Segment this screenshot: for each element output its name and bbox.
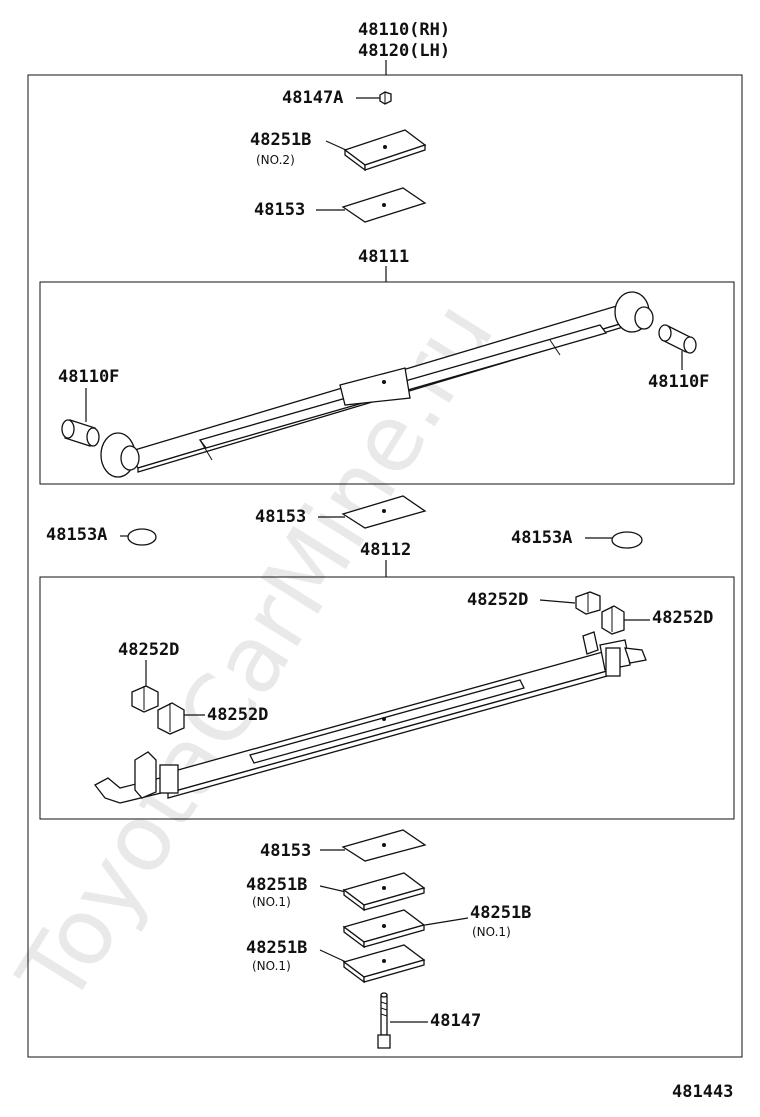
leader-48251B-b2 <box>424 917 469 926</box>
spring-pad-48251B-no1-a <box>342 872 426 912</box>
spring-pad-48251B-no2 <box>343 129 427 172</box>
leader-48252D-tr1 <box>539 599 576 604</box>
leader-48251B-b3 <box>319 949 347 963</box>
label-48251B-bottom-1: 48251B <box>246 875 307 895</box>
leader-48251B-top <box>325 140 347 151</box>
cap-48153A-left <box>127 528 157 546</box>
spring-pad-48251B-no1-c <box>342 944 426 984</box>
label-48252D-top-right-1: 48252D <box>467 590 528 610</box>
diagram-id: 481443 <box>672 1082 733 1102</box>
label-48153A-left: 48153A <box>46 525 107 545</box>
center-bolt-48147 <box>377 992 391 1049</box>
assembly-label-rh: 48110(RH) <box>358 20 450 40</box>
label-48110F-left: 48110F <box>58 367 119 387</box>
label-no2: (NO.2) <box>256 153 295 167</box>
label-no1-a: (NO.1) <box>252 895 291 909</box>
label-48153-mid: 48153 <box>255 507 306 527</box>
leaf-spring-48112 <box>94 631 647 804</box>
label-48252D-left-1: 48252D <box>118 640 179 660</box>
pad-48153-mid <box>341 495 427 529</box>
bushing-48110F-left <box>61 419 100 447</box>
label-48153A-right: 48153A <box>511 528 572 548</box>
nut-48147A <box>379 91 392 105</box>
label-48252D-left-2: 48252D <box>207 705 268 725</box>
label-48147A: 48147A <box>282 88 343 108</box>
frame-48111 <box>39 281 735 485</box>
bushing-48110F-right <box>658 324 697 354</box>
label-48251B-bottom-3: 48251B <box>246 938 307 958</box>
label-48112: 48112 <box>360 540 411 560</box>
frame-48112 <box>39 576 735 820</box>
watermark: ToyotaCarMine.ru <box>0 283 515 1022</box>
label-48251B-bottom-2: 48251B <box>470 903 531 923</box>
pad-48153-top <box>341 187 427 223</box>
clip-48252D-left-2 <box>157 702 185 735</box>
clip-48252D-top-right-2 <box>601 605 625 635</box>
assembly-label-lh: 48120(LH) <box>358 41 450 61</box>
label-48147: 48147 <box>430 1011 481 1031</box>
cap-48153A-right <box>611 531 643 549</box>
clip-48252D-top-right-1 <box>575 591 601 615</box>
spring-pad-48251B-no1-b <box>342 909 426 949</box>
label-no1-c: (NO.1) <box>252 959 291 973</box>
label-no1-b: (NO.1) <box>472 925 511 939</box>
leader-48251B-b1 <box>319 885 347 893</box>
clip-48252D-left-1 <box>131 685 159 713</box>
outer-frame <box>27 74 743 1058</box>
label-48153-top: 48153 <box>254 200 305 220</box>
label-48111: 48111 <box>358 247 409 267</box>
label-48252D-top-right-2: 48252D <box>652 608 713 628</box>
leaf-spring-48111 <box>100 291 654 478</box>
label-48251B-top: 48251B <box>250 130 311 150</box>
label-48153-bottom: 48153 <box>260 841 311 861</box>
label-48110F-right: 48110F <box>648 372 709 392</box>
pad-48153-bottom <box>341 829 427 862</box>
